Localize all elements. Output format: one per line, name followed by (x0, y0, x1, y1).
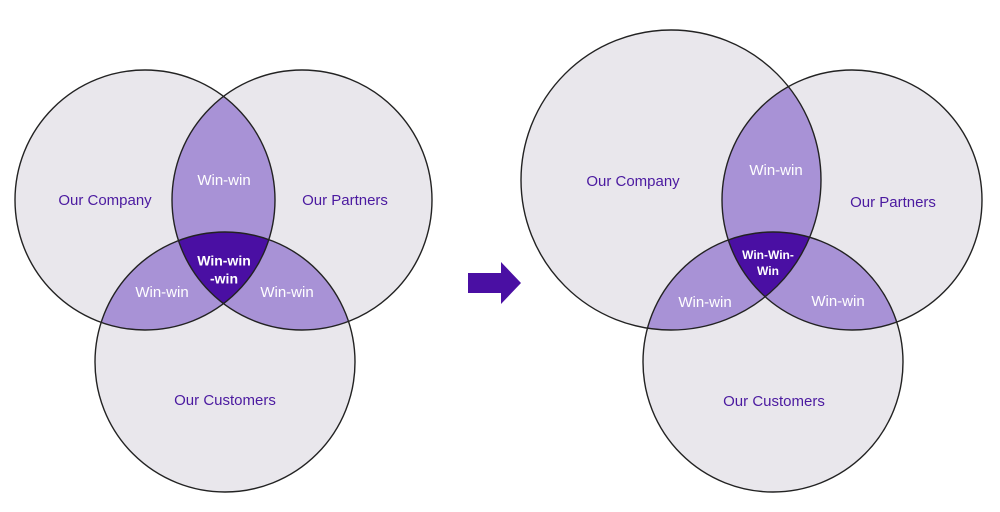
right-customers-label: Our Customers (723, 393, 825, 410)
left-customers-label: Our Customers (174, 392, 276, 409)
left-all-label-line1: Win-win (197, 253, 251, 269)
right-company-customers-label: Win-win (678, 294, 731, 311)
right-partners-customers-label: Win-win (811, 293, 864, 310)
left-overlap-company-customers (95, 232, 275, 330)
left-partners-customers-label: Win-win (260, 284, 313, 301)
left-company-partners-label: Win-win (197, 172, 250, 189)
left-all-label-line2: -win (210, 271, 238, 287)
right-venn-diagram: Our Company Our Partners Our Customers W… (520, 29, 983, 493)
left-company-customers-label: Win-win (135, 284, 188, 301)
left-venn-diagram: Our Company Our Partners Our Customers W… (14, 69, 433, 493)
left-company-label: Our Company (58, 192, 152, 209)
right-overlap-company-customers (643, 232, 821, 330)
right-partners-label: Our Partners (850, 194, 936, 211)
left-partners-label: Our Partners (302, 192, 388, 209)
right-arrow-icon (468, 262, 521, 304)
right-all-label-line1: Win-Win- (742, 248, 794, 262)
right-all-label-line2: Win (757, 264, 779, 278)
right-company-label: Our Company (586, 173, 680, 190)
right-company-partners-label: Win-win (749, 162, 802, 179)
right-overlap-partners-customers (722, 232, 903, 330)
left-overlap-partners-customers (172, 232, 355, 330)
